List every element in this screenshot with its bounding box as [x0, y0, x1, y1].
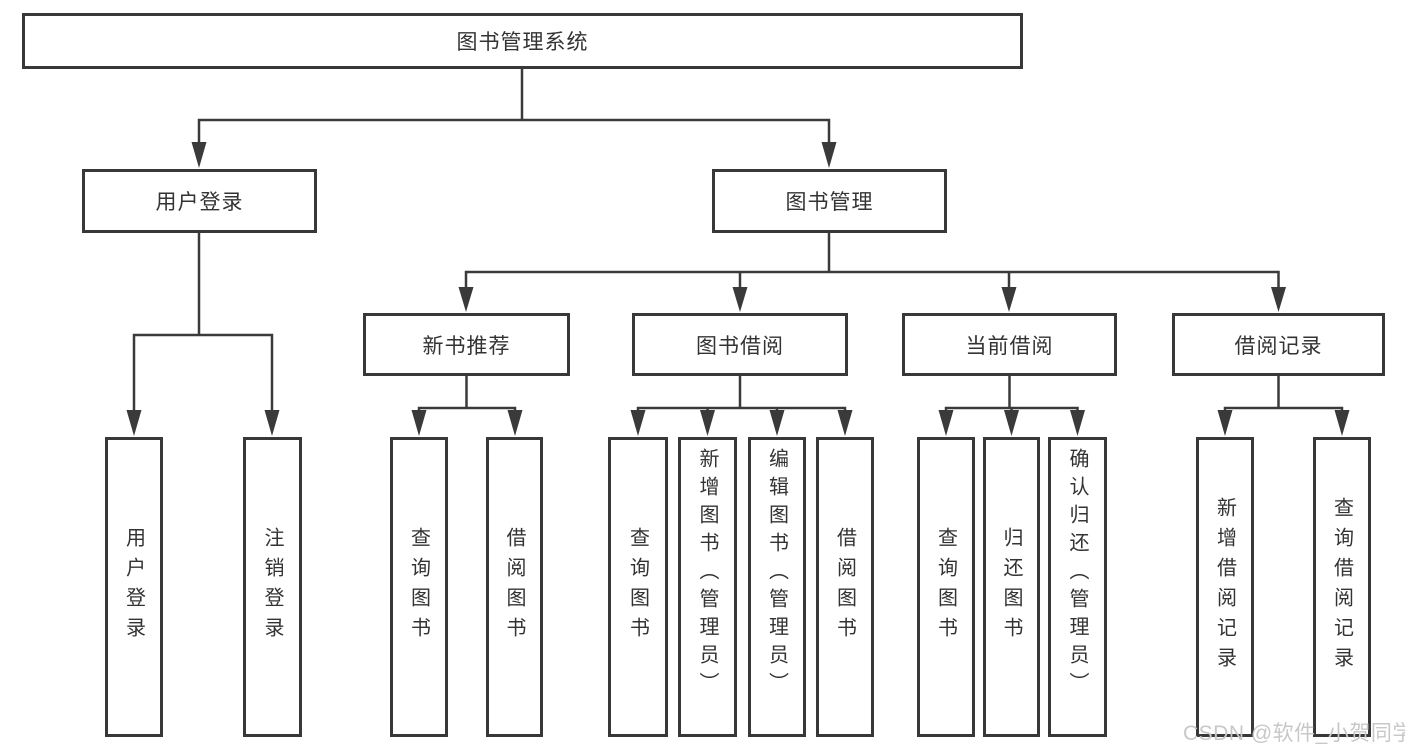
leaf-borrow-books: 借阅图书: [816, 437, 874, 737]
node-book-management: 图书管理: [712, 169, 947, 233]
leaf-confirm-return-admin: 确认归还（管理员）: [1048, 437, 1107, 737]
leaf-query-books-recommend: 查询图书: [390, 437, 448, 737]
node-borrowing-records: 借阅记录: [1172, 313, 1385, 376]
leaf-return-books: 归还图书: [983, 437, 1040, 737]
node-user-login: 用户登录: [82, 169, 317, 233]
leaf-borrow-books-recommend: 借阅图书: [486, 437, 543, 737]
arrowheads: [126, 142, 1350, 436]
csdn-watermark: CSDN @软件_小贺同学: [1183, 722, 1405, 745]
node-current-borrowing: 当前借阅: [902, 313, 1117, 376]
node-book-borrowing: 图书借阅: [632, 313, 848, 376]
node-new-book-recommendation: 新书推荐: [363, 313, 570, 376]
leaf-add-books-admin: 新增图书（管理员）: [678, 437, 737, 737]
leaf-user-login: 用户登录: [105, 437, 163, 737]
node-root-library-management-system: 图书管理系统: [22, 13, 1023, 69]
leaf-add-borrow-record: 新增借阅记录: [1196, 437, 1254, 737]
leaf-query-borrow-record: 查询借阅记录: [1313, 437, 1371, 737]
leaf-query-books-borrow: 查询图书: [608, 437, 668, 737]
leaf-query-books-current: 查询图书: [917, 437, 975, 737]
leaf-edit-books-admin: 编辑图书（管理员）: [748, 437, 806, 737]
leaf-logout: 注销登录: [243, 437, 302, 737]
tree-edges: [132, 68, 1344, 414]
